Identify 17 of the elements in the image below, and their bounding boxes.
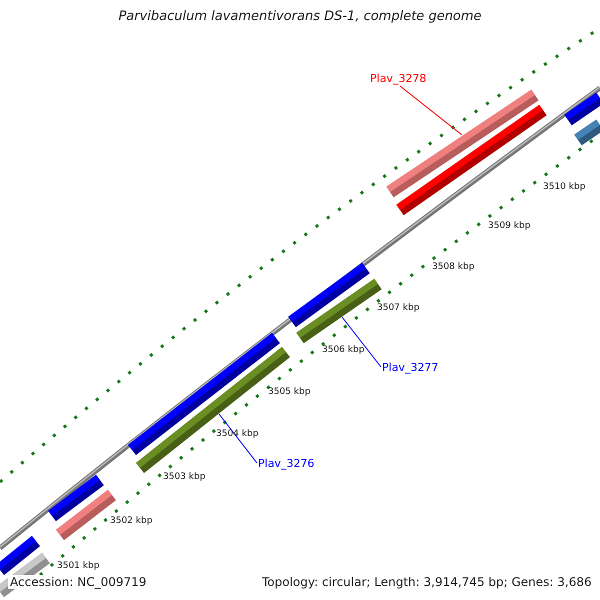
footer-text: Accession: NC_009719 [8,575,148,589]
scale-label: 3502 kbp [110,517,152,526]
title: Parvibaculum lavamentivorans DS-1, complete genome [117,10,483,23]
scale-label: 3501 kbp [57,562,100,571]
gene-label: Plav_3278 [370,73,426,84]
gene-label: Plav_3277 [382,362,438,373]
gene-label: Plav_3276 [258,458,314,469]
scale-label: 3509 kbp [488,222,530,231]
leader-line [342,316,382,368]
leader-line [400,86,462,136]
scale-label: 3508 kbp [432,263,474,272]
scale-label: 3506 kbp [322,346,364,355]
scale-label: 3503 kbp [163,473,206,482]
scale-label: 3507 kbp [377,304,420,313]
leader-line [218,414,258,464]
footer-text: Topology: circular; Length: 3,914,745 bp; Genes: 3,686 [260,575,594,589]
scale-label: 3505 kbp [268,388,310,397]
